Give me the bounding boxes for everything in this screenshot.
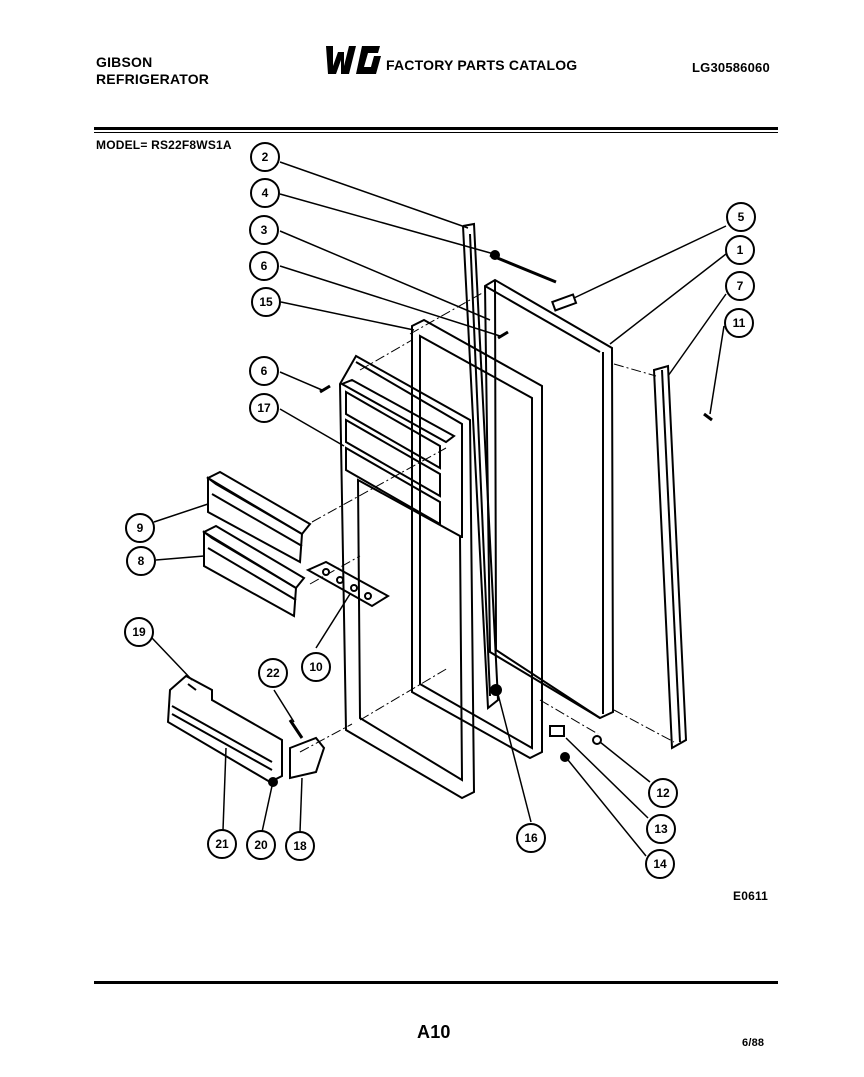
screw-part-6-left — [319, 384, 331, 394]
callout-2 — [250, 142, 280, 172]
trim-strip-part-5 — [551, 293, 578, 312]
callout-label: 9 — [137, 521, 144, 535]
screw-part-6-top — [497, 330, 509, 340]
callout-6-lower — [249, 356, 279, 386]
callout-label: 1 — [737, 243, 744, 257]
document-number: LG30586060 — [692, 60, 770, 75]
callout-21 — [207, 829, 237, 859]
callout-12 — [648, 778, 678, 808]
callout-3 — [249, 215, 279, 245]
door-liner-part-17 — [338, 354, 476, 800]
callout-label: 20 — [254, 838, 268, 852]
screw-part-4 — [490, 250, 500, 260]
header-rule — [94, 127, 778, 130]
callout-10 — [301, 652, 331, 682]
callout-label: 6 — [261, 364, 268, 378]
callout-label: 11 — [733, 316, 746, 330]
callout-label: 22 — [266, 666, 280, 680]
callout-22 — [258, 658, 288, 688]
screw-part-12 — [592, 735, 602, 745]
side-rail-part-7 — [652, 364, 688, 750]
screw-part-22 — [288, 719, 304, 739]
callout-label: 15 — [259, 295, 273, 309]
page-number: A10 — [417, 1022, 451, 1042]
callout-label: 12 — [656, 786, 670, 800]
header-rule-thin — [94, 132, 778, 133]
callout-label: 14 — [653, 857, 667, 871]
egg-tray-part-10 — [305, 560, 390, 608]
callout-5 — [726, 202, 756, 232]
callout-label: 8 — [138, 554, 145, 568]
outer-door-panel-part-1 — [483, 278, 615, 720]
callout-19 — [124, 617, 154, 647]
callout-label: 13 — [654, 822, 668, 836]
callout-20 — [246, 830, 276, 860]
callout-label: 3 — [261, 223, 268, 237]
callout-4 — [250, 178, 280, 208]
door-bin-part-19 — [166, 674, 283, 784]
callout-8 — [126, 546, 156, 576]
callout-17 — [249, 393, 279, 423]
product-type: REFRIGERATOR — [96, 71, 210, 87]
brand-name: GIBSON — [96, 54, 153, 70]
callout-1 — [725, 235, 755, 265]
callout-label: 6 — [261, 259, 268, 273]
callout-label: 16 — [524, 831, 538, 845]
plug-part-16 — [490, 684, 502, 696]
callout-label: 5 — [738, 210, 745, 224]
door-frame-part-15 — [411, 318, 543, 760]
callout-15 — [251, 287, 281, 317]
callout-13 — [646, 814, 676, 844]
callout-14 — [645, 849, 675, 879]
door-shelf-part-9 — [206, 470, 312, 564]
door-shelf-part-8 — [202, 524, 306, 618]
callout-label: 18 — [293, 839, 307, 853]
screw-part-20 — [268, 777, 278, 787]
screw-part-14 — [560, 752, 570, 762]
rod-part-4 — [489, 253, 557, 284]
callout-label: 4 — [262, 186, 269, 200]
callout-label: 7 — [737, 279, 744, 293]
callout-label: 21 — [215, 837, 229, 851]
hinge-part-18 — [289, 736, 326, 780]
date-code: 6/88 — [742, 1037, 765, 1049]
wci-logo — [326, 46, 381, 74]
footer-rule — [94, 981, 778, 984]
drawing-number: E0611 — [733, 889, 769, 903]
catalog-title: FACTORY PARTS CATALOG — [386, 57, 578, 73]
door-gasket-part-2 — [462, 222, 500, 710]
screw-part-11 — [703, 412, 713, 422]
bracket-part-13 — [549, 725, 565, 737]
callout-11 — [724, 308, 754, 338]
callout-16 — [516, 823, 546, 853]
callout-18 — [285, 831, 315, 861]
callout-9 — [125, 513, 155, 543]
callout-6 — [249, 251, 279, 281]
callout-label: 17 — [257, 401, 271, 415]
callout-7 — [725, 271, 755, 301]
callout-label: 19 — [132, 625, 146, 639]
callout-label: 2 — [262, 150, 269, 164]
callout-label: 10 — [309, 660, 323, 674]
model-number: MODEL= RS22F8WS1A — [96, 138, 232, 152]
